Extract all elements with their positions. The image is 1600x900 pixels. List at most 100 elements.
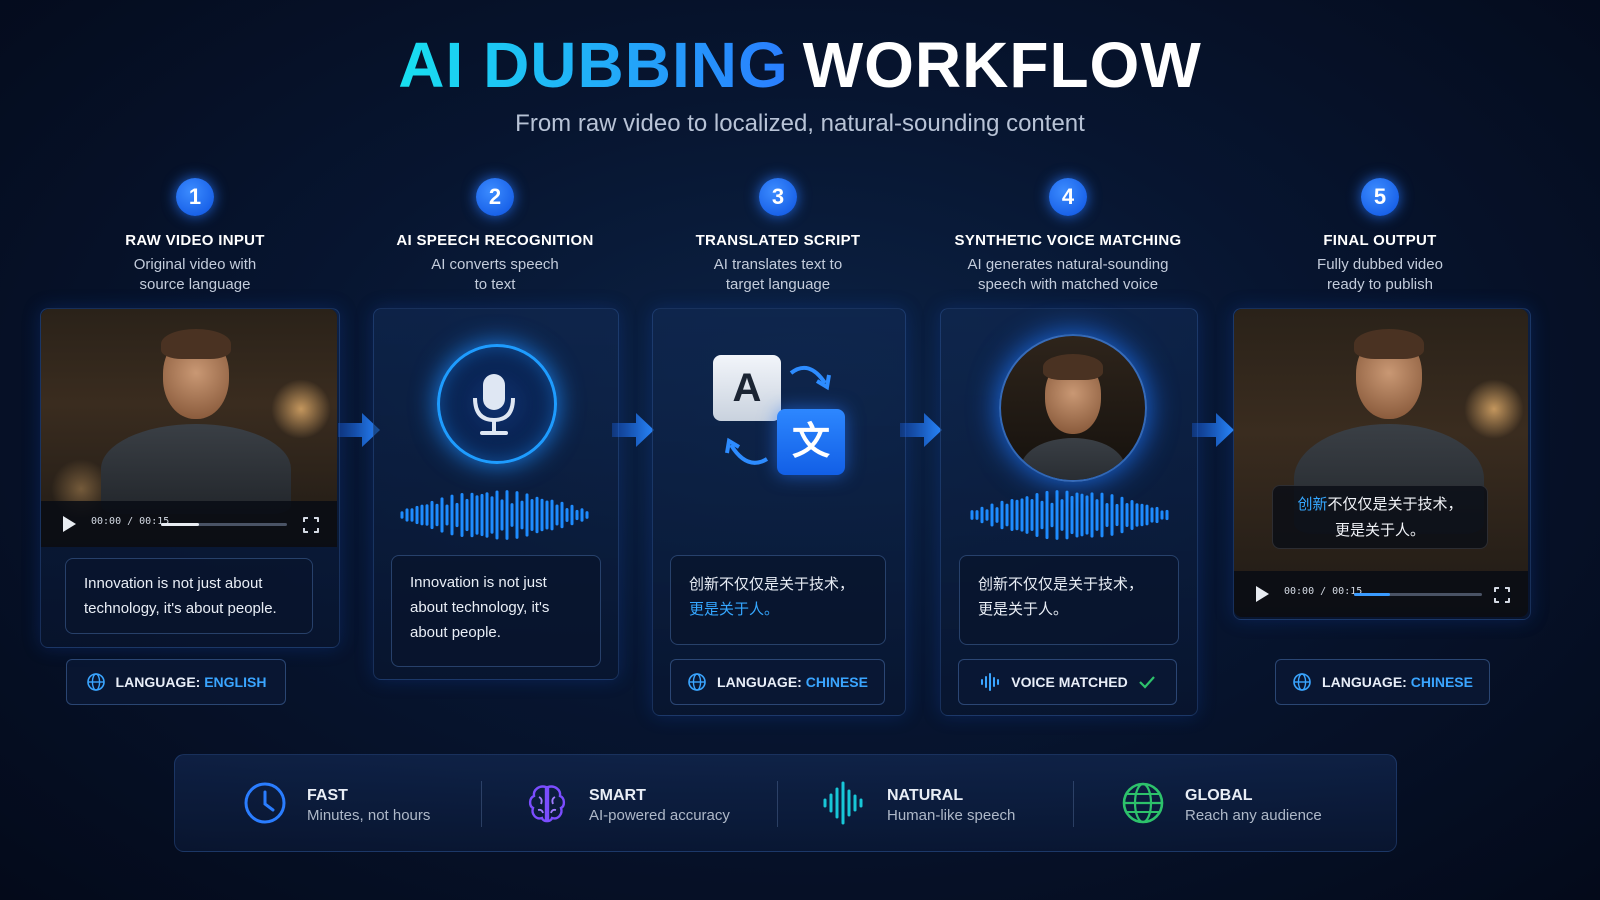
title-main: WORKFLOW: [802, 29, 1202, 101]
step-title: TRANSLATED SCRIPT: [695, 232, 861, 249]
lamp-glow: [271, 379, 331, 439]
step-title: FINAL OUTPUT: [1323, 232, 1437, 249]
divider: [777, 781, 778, 827]
video-controls: 00:00 / 00:15: [41, 501, 337, 547]
step-number-badge: 4: [1049, 178, 1087, 216]
output-video-player[interactable]: 创新不仅仅是关于技术， 更是关于人。 00:00 / 00:15: [1234, 309, 1528, 617]
subtitle-text: 不仅仅是关于技术，: [1327, 496, 1463, 513]
feature-fast: FAST Minutes, not hours: [243, 755, 473, 851]
source-caption-line: Innovation is not just about: [84, 575, 263, 592]
subtitle-text: 更是关于人。: [1334, 522, 1425, 539]
step-title: SYNTHETIC VOICE MATCHING: [954, 232, 1182, 249]
input-video-player[interactable]: 00:00 / 00:15: [41, 309, 337, 547]
globe-icon: [1293, 673, 1311, 691]
translated-text-line: 创新不仅仅是关于技术，: [689, 576, 855, 593]
language-value: ENGLISH: [204, 674, 267, 690]
waveform-icon: [823, 781, 863, 825]
recognized-text-box: Innovation is not just about technology,…: [391, 555, 601, 667]
video-progress-fill: [1354, 593, 1390, 596]
speaker-figure: [101, 329, 291, 514]
step-2-card: Innovation is not just about technology,…: [373, 308, 619, 680]
clock-icon: [244, 782, 286, 824]
language-value: CHINESE: [805, 674, 868, 690]
flow-arrow-icon: [1192, 413, 1234, 447]
play-icon[interactable]: [1256, 586, 1269, 602]
video-frame: [1234, 309, 1528, 617]
language-label: LANGUAGE:: [1322, 674, 1411, 690]
divider: [481, 781, 482, 827]
flow-arrow-icon: [612, 413, 654, 447]
globe-icon: [688, 673, 706, 691]
globe-icon: [1122, 782, 1164, 824]
swap-arrow-icon: [789, 365, 831, 391]
waveform-icon: [400, 490, 589, 540]
lamp-glow: [1464, 379, 1524, 439]
feature-description: AI-powered accuracy: [589, 807, 730, 824]
voice-avatar: [999, 334, 1147, 482]
language-pill-chinese-output: LANGUAGE: CHINESE: [1275, 659, 1490, 705]
step-number-badge: 1: [176, 178, 214, 216]
video-timestamp: 00:00 / 00:15: [91, 516, 170, 527]
feature-description: Human-like speech: [887, 807, 1016, 824]
voice-text-line: 创新不仅仅是关于技术，: [978, 576, 1144, 593]
video-progress-bar[interactable]: [161, 523, 287, 526]
video-progress-bar[interactable]: [1354, 593, 1482, 596]
target-language-glyph: 文: [777, 409, 845, 475]
feature-global: GLOBAL Reach any audience: [1121, 755, 1361, 851]
voice-matched-label: VOICE MATCHED: [1011, 674, 1128, 690]
recognized-text-line: about technology, it's: [410, 599, 550, 616]
step-3-header: 3 TRANSLATED SCRIPT AI translates text t…: [618, 178, 938, 295]
translated-text-line: 更是关于人。: [689, 601, 780, 618]
recognized-text-line: Innovation is not just: [410, 574, 547, 591]
feature-title: NATURAL: [887, 787, 964, 804]
feature-smart: SMART AI-powered accuracy: [525, 755, 765, 851]
step-title: AI SPEECH RECOGNITION: [396, 232, 594, 249]
title-accent: AI DUBBING: [398, 29, 789, 101]
fullscreen-icon[interactable]: [1493, 586, 1511, 604]
feature-natural: NATURAL Human-like speech: [821, 755, 1061, 851]
step-number-badge: 3: [759, 178, 797, 216]
language-pill-english: LANGUAGE: ENGLISH: [66, 659, 286, 705]
source-caption-box: Innovation is not just about technology,…: [65, 558, 313, 634]
source-caption-line: technology, it's about people.: [84, 600, 277, 617]
fullscreen-icon[interactable]: [302, 516, 320, 534]
feature-title: FAST: [307, 787, 348, 804]
video-timestamp: 00:00 / 00:15: [1284, 586, 1363, 597]
step-3-card: A 文 创新不仅仅是关于技术， 更是关于人。: [652, 308, 906, 716]
language-pill-chinese: LANGUAGE: CHINESE: [670, 659, 885, 705]
feature-description: Reach any audience: [1185, 807, 1322, 824]
play-icon[interactable]: [63, 516, 76, 532]
video-progress-fill: [161, 523, 199, 526]
language-value: CHINESE: [1410, 674, 1473, 690]
waveform-icon: [970, 490, 1169, 540]
voice-text-box: 创新不仅仅是关于技术， 更是关于人。: [959, 555, 1179, 645]
step-4-header: 4 SYNTHETIC VOICE MATCHING AI generates …: [908, 178, 1228, 295]
language-label: LANGUAGE:: [115, 674, 205, 690]
dubbed-subtitle-overlay: 创新不仅仅是关于技术， 更是关于人。: [1272, 485, 1488, 549]
globe-icon: [86, 673, 105, 691]
translated-text-box: 创新不仅仅是关于技术， 更是关于人。: [670, 555, 886, 645]
step-2-header: 2 AI SPEECH RECOGNITION AI converts spee…: [335, 178, 655, 295]
feature-title: GLOBAL: [1185, 787, 1253, 804]
flow-arrow-icon: [900, 413, 942, 447]
checkmark-icon: [1138, 676, 1155, 689]
page-subtitle: From raw video to localized, natural-sou…: [515, 110, 1085, 137]
voice-text-line: 更是关于人。: [978, 601, 1069, 618]
feature-title: SMART: [589, 787, 646, 804]
voice-matched-pill: VOICE MATCHED: [958, 659, 1177, 705]
divider: [1073, 781, 1074, 827]
language-label: LANGUAGE:: [717, 674, 806, 690]
step-title: RAW VIDEO INPUT: [125, 232, 265, 249]
waveform-icon: [981, 673, 1000, 691]
swap-arrow-icon: [725, 437, 769, 465]
video-controls: 00:00 / 00:15: [1234, 571, 1528, 617]
microphone-ring: [437, 344, 557, 464]
